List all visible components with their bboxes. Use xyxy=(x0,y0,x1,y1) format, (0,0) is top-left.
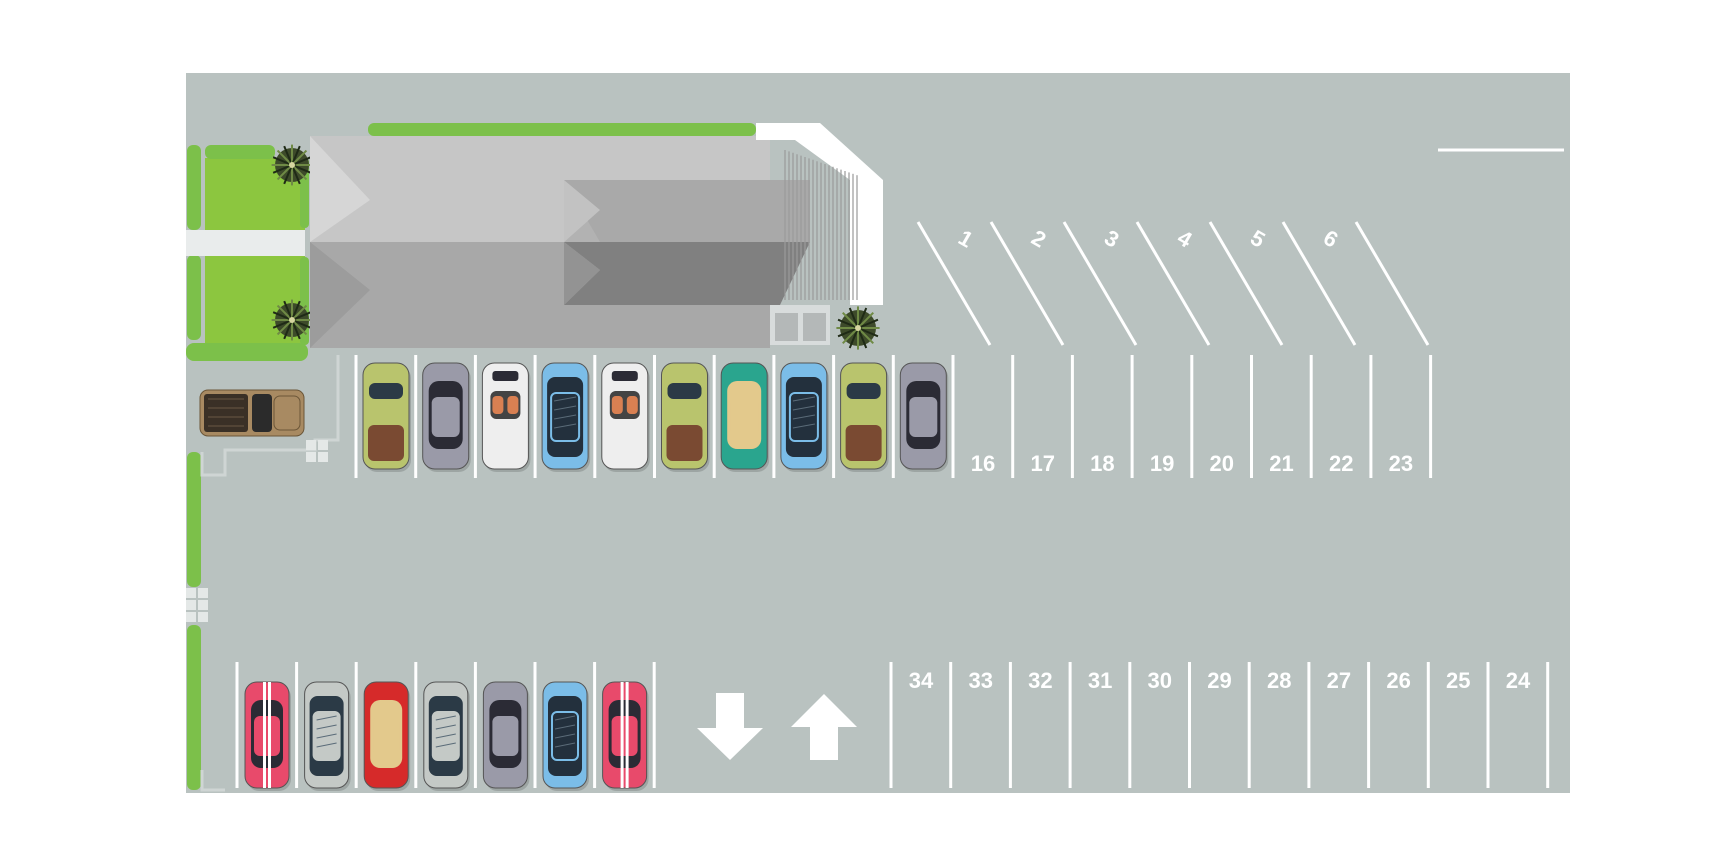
stall-number: 22 xyxy=(1329,451,1353,476)
car-suv xyxy=(541,362,591,472)
stall-number: 30 xyxy=(1148,668,1172,693)
car-convertible xyxy=(481,362,531,472)
drain-grate xyxy=(186,440,328,622)
car-coupe xyxy=(720,362,770,472)
car-coupe xyxy=(363,681,411,791)
palm-tree-icon xyxy=(836,306,880,350)
building-roof xyxy=(310,136,810,348)
upper-parking-row: 16 17 18 19 20 21 22 23 xyxy=(354,355,1433,478)
car-sedan xyxy=(362,362,411,472)
car-sedan xyxy=(661,362,710,472)
stall-number: 28 xyxy=(1267,668,1291,693)
stall-number: 34 xyxy=(909,668,934,693)
stall-number: 27 xyxy=(1327,668,1351,693)
car-coupe xyxy=(482,681,530,791)
palm-tree-icon xyxy=(271,144,313,186)
stall-line xyxy=(1354,221,1430,346)
stall-line xyxy=(1062,221,1138,346)
car-coupe xyxy=(422,362,471,472)
parked-cars xyxy=(244,362,949,791)
lawn-hedges xyxy=(186,123,756,361)
stall-number: 23 xyxy=(1389,451,1413,476)
stall-number: 20 xyxy=(1210,451,1234,476)
west-walkway xyxy=(200,355,340,792)
stall-number: 24 xyxy=(1506,668,1531,693)
car-coupe xyxy=(899,362,949,472)
stall-line xyxy=(1135,221,1211,346)
palm-tree-icon xyxy=(271,299,313,341)
arrow-up-icon xyxy=(791,694,857,760)
pickup-truck xyxy=(199,389,305,437)
stall-number: 25 xyxy=(1446,668,1470,693)
car-sport xyxy=(244,681,291,791)
car-van xyxy=(423,681,470,791)
stall-line xyxy=(1208,221,1284,346)
arrow-down-icon xyxy=(697,693,763,760)
stall-number: 31 xyxy=(1088,668,1112,693)
car-convertible xyxy=(601,362,650,472)
car-sedan xyxy=(840,362,889,472)
stall-number: 19 xyxy=(1150,451,1174,476)
stall-number: 29 xyxy=(1207,668,1231,693)
stall-number: 16 xyxy=(971,451,995,476)
stall-number: 17 xyxy=(1030,451,1054,476)
stall-number: 33 xyxy=(968,668,992,693)
stall-number: 32 xyxy=(1028,668,1052,693)
lower-parking-row: 34 33 32 31 30 29 28 27 26 25 24 xyxy=(235,662,1550,788)
stall-number: 21 xyxy=(1269,451,1293,476)
stall-line xyxy=(1281,221,1357,346)
building-staircase xyxy=(756,123,883,345)
car-sport xyxy=(602,681,649,791)
car-van xyxy=(304,681,351,791)
traffic-arrows xyxy=(697,693,857,760)
stall-number: 18 xyxy=(1090,451,1114,476)
stall-line xyxy=(916,221,992,346)
stall-number: 26 xyxy=(1386,668,1410,693)
car-suv xyxy=(780,362,829,472)
stall-line xyxy=(989,221,1065,346)
car-suv xyxy=(542,681,589,791)
west-hedge xyxy=(187,145,201,790)
